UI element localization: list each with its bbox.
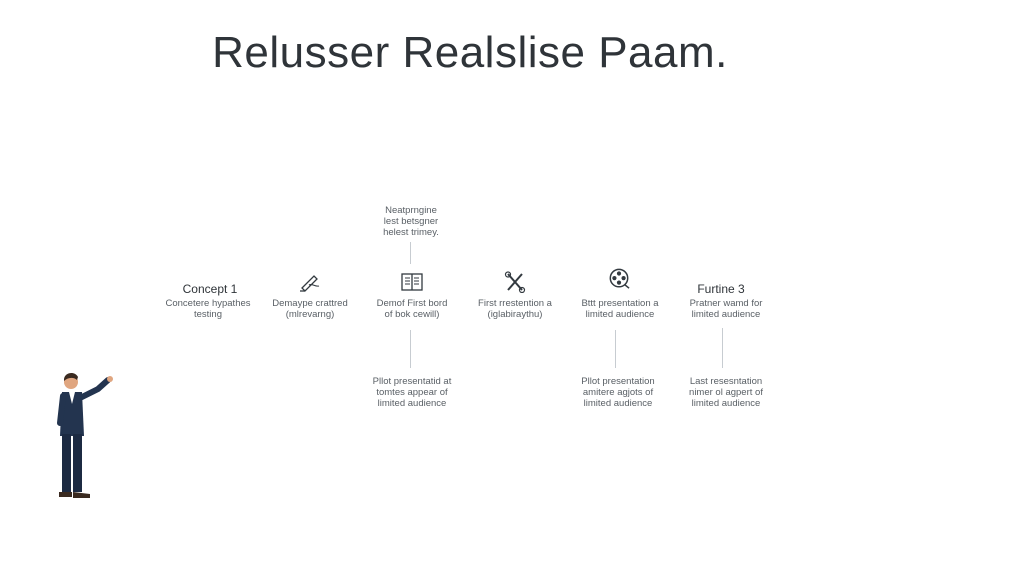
stage-6-bottom-note: Last resesntation nimer ol agpert of lim… <box>689 376 763 409</box>
stage-6-connector <box>722 328 723 368</box>
stage-6-desc: Pratner wamd for limited audience <box>689 298 763 320</box>
top-connector <box>410 242 411 264</box>
pen-drawing-icon <box>300 275 320 292</box>
stage-4-desc: First rrestention a (iglabiraythu) <box>478 298 552 320</box>
top-note: Neatprngine lest betsgner helest trimey. <box>383 205 439 238</box>
stage-3-desc: Demof First bord of bok cewill) <box>376 298 448 320</box>
stage-5-connector <box>615 330 616 368</box>
stage-1-heading: Concept 1 <box>182 282 238 296</box>
stage-2-desc: Demaype crattred (mlrevarng) <box>272 298 348 320</box>
tools-icon <box>504 271 526 293</box>
stage-3-bottom-note: Pllot presentatid at tomtes appear of li… <box>372 376 452 409</box>
stage-5-desc: Bttt presentation a limited audience <box>581 298 659 320</box>
stage-1-desc: Concetere hypathes testing <box>165 298 251 320</box>
stage-6-heading: Furtine 3 <box>697 282 745 296</box>
film-reel-icon <box>609 268 630 289</box>
book-icon <box>401 273 423 291</box>
stage-3-connector <box>410 330 411 368</box>
page-title: Relusser Realslise Paam. <box>212 28 728 77</box>
presenter-figure <box>57 373 113 498</box>
stage-5-bottom-note: Pllot presentation amitere agjots of lim… <box>581 376 655 409</box>
